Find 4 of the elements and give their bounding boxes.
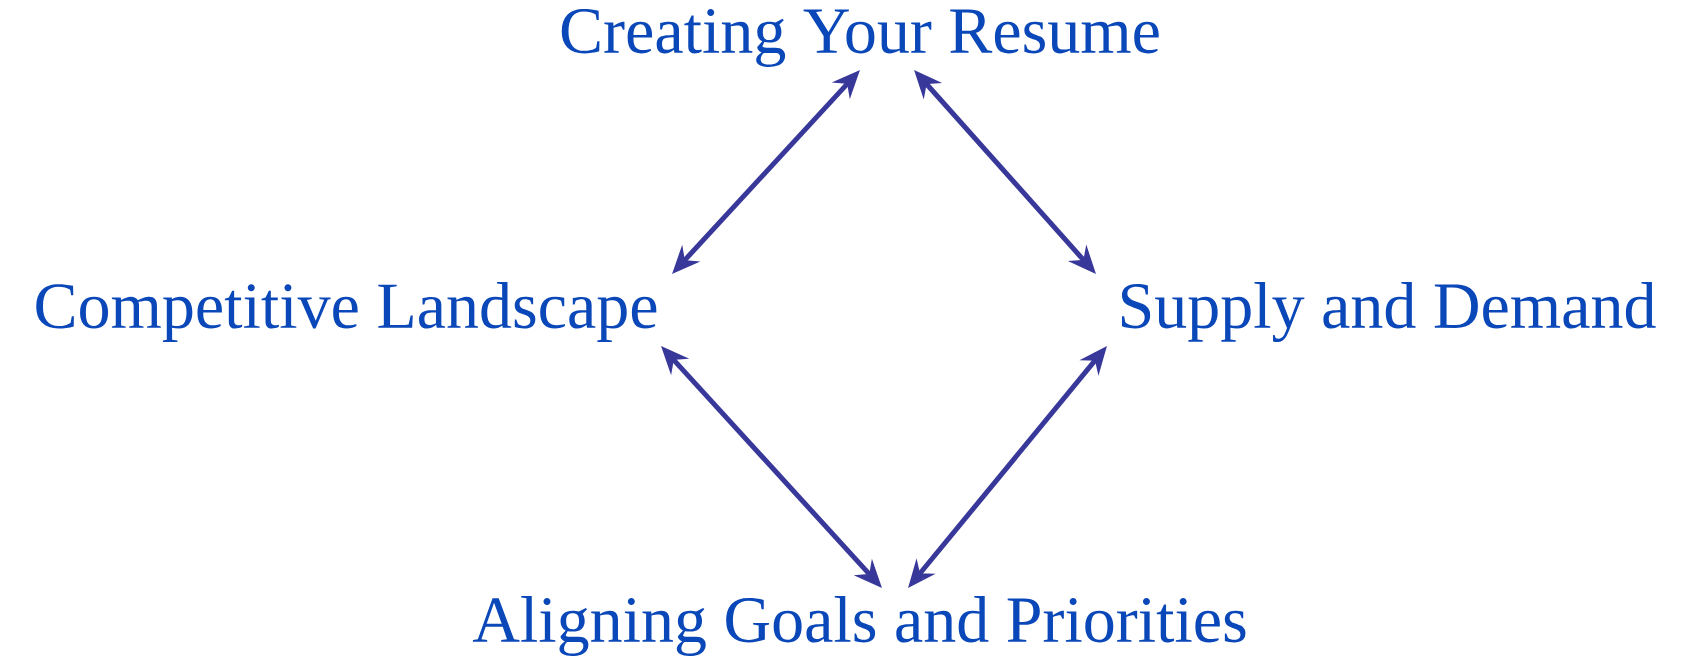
node-label: Competitive Landscape xyxy=(36,282,657,342)
node-label: Supply and Demand xyxy=(1121,281,1656,342)
node-label: Creating Your Resume xyxy=(561,9,1159,67)
node-label: Aligning Goals and Priorities xyxy=(472,595,1246,656)
